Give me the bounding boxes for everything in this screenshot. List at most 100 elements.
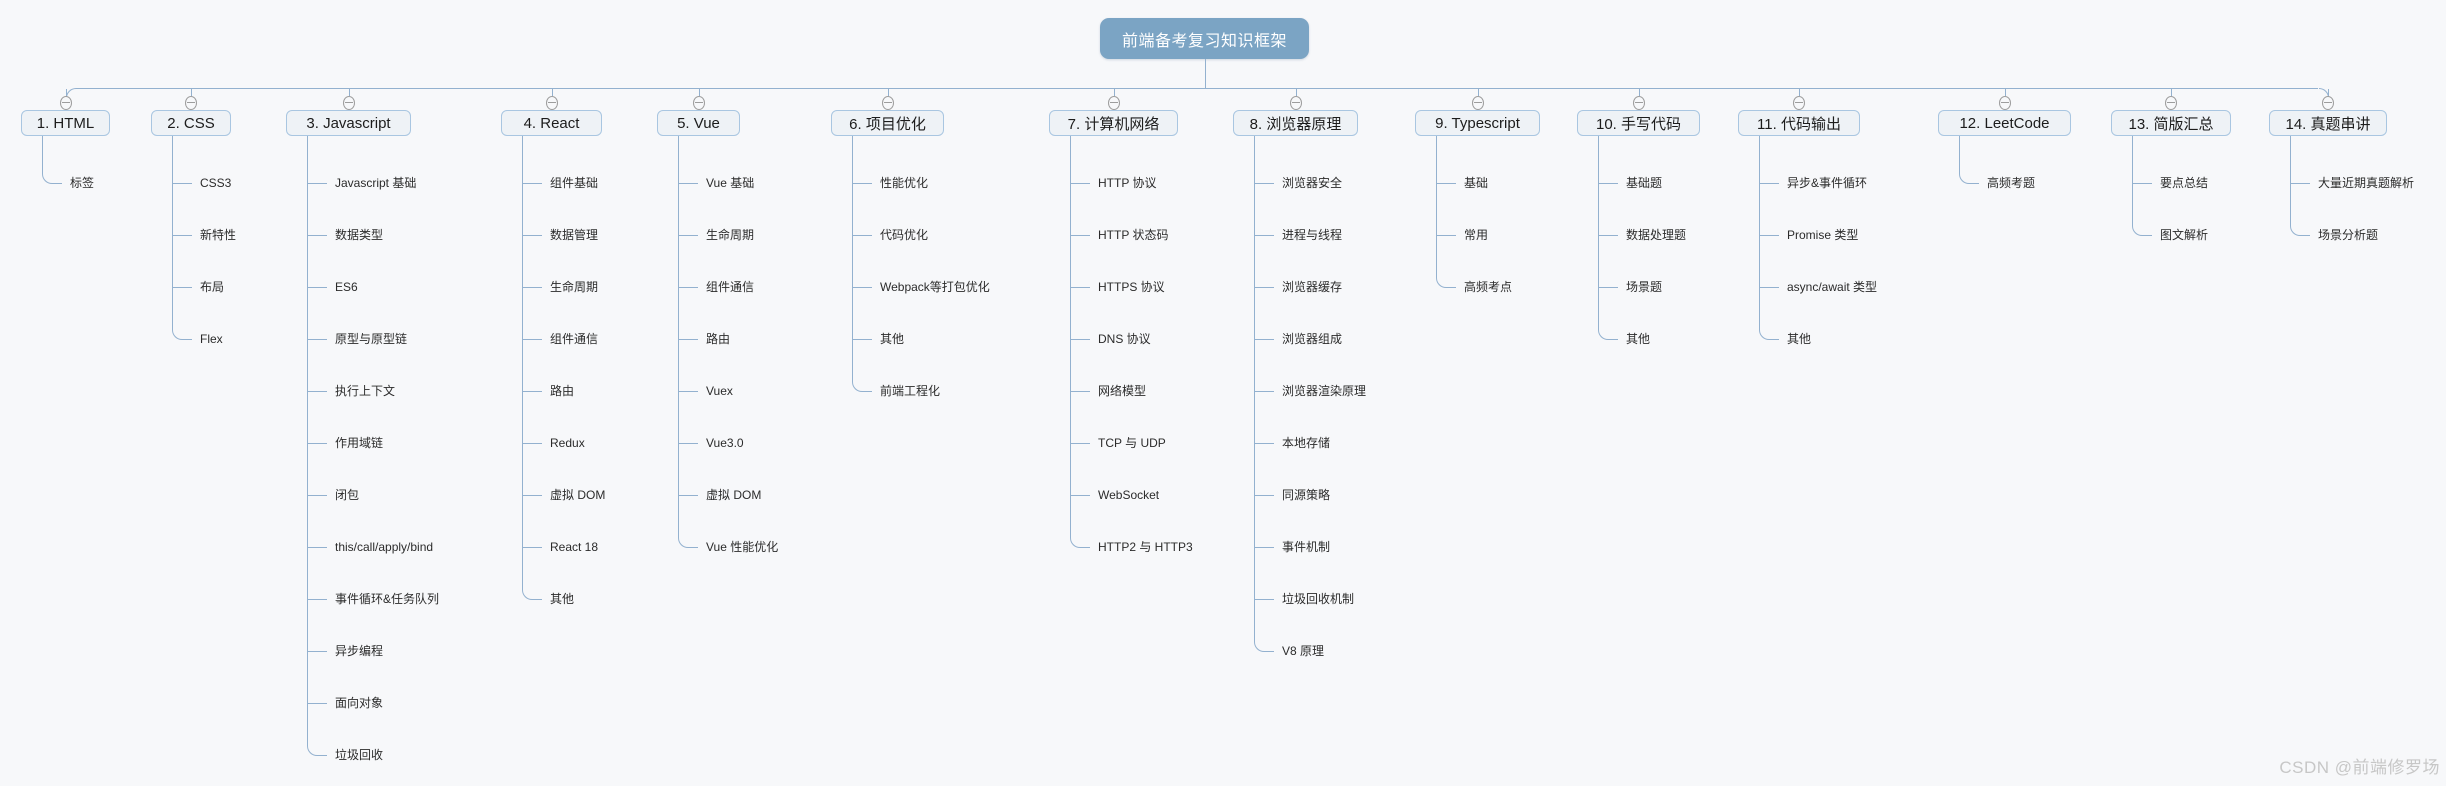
child-node[interactable]: 原型与原型链 <box>335 332 408 346</box>
branch-node-3[interactable]: 3. Javascript <box>286 110 411 136</box>
child-node[interactable]: Vue3.0 <box>706 436 744 450</box>
child-node[interactable]: 场景题 <box>1626 280 1663 294</box>
child-node[interactable]: 场景分析题 <box>2318 228 2379 242</box>
branch-node-4[interactable]: 4. React <box>501 110 602 136</box>
child-node[interactable]: 其他 <box>1626 332 1651 346</box>
child-node[interactable]: Redux <box>550 436 585 450</box>
collapse-toggle[interactable] <box>1999 96 2011 110</box>
child-node[interactable]: HTTPS 协议 <box>1098 280 1165 294</box>
child-node[interactable]: 要点总结 <box>2160 176 2209 190</box>
collapse-toggle[interactable] <box>546 96 558 110</box>
child-node[interactable]: ES6 <box>335 280 358 294</box>
child-node[interactable]: 其他 <box>1787 332 1812 346</box>
child-node[interactable]: 组件通信 <box>550 332 599 346</box>
collapse-toggle[interactable] <box>185 96 197 110</box>
child-node[interactable]: 高频考题 <box>1987 176 2036 190</box>
child-node[interactable]: 其他 <box>550 592 575 606</box>
child-node[interactable]: TCP 与 UDP <box>1098 436 1166 450</box>
collapse-toggle[interactable] <box>1472 96 1484 110</box>
child-node[interactable]: 图文解析 <box>2160 228 2209 242</box>
collapse-toggle[interactable] <box>1290 96 1302 110</box>
child-node[interactable]: CSS3 <box>200 176 232 190</box>
child-node[interactable]: 组件基础 <box>550 176 599 190</box>
branch-node-11[interactable]: 11. 代码输出 <box>1738 110 1860 136</box>
child-node[interactable]: 生命周期 <box>706 228 755 242</box>
collapse-toggle[interactable] <box>1793 96 1805 110</box>
branch-node-14[interactable]: 14. 真题串讲 <box>2269 110 2387 136</box>
child-node[interactable]: 事件循环&任务队列 <box>335 592 440 606</box>
child-node[interactable]: 布局 <box>200 280 225 294</box>
child-node[interactable]: 其他 <box>880 332 905 346</box>
child-node[interactable]: Promise 类型 <box>1787 228 1859 242</box>
branch-node-2[interactable]: 2. CSS <box>151 110 231 136</box>
child-node[interactable]: async/await 类型 <box>1787 280 1878 294</box>
child-node[interactable]: 路由 <box>706 332 731 346</box>
child-node[interactable]: 异步编程 <box>335 644 384 658</box>
child-node[interactable]: HTTP2 与 HTTP3 <box>1098 540 1193 554</box>
child-node[interactable]: Vuex <box>706 384 733 398</box>
collapse-toggle[interactable] <box>693 96 705 110</box>
child-node[interactable]: Webpack等打包优化 <box>880 280 990 294</box>
child-node[interactable]: 常用 <box>1464 228 1489 242</box>
child-node[interactable]: 异步&事件循环 <box>1787 176 1868 190</box>
branch-node-5[interactable]: 5. Vue <box>657 110 740 136</box>
collapse-toggle[interactable] <box>1633 96 1645 110</box>
child-node[interactable]: 网络模型 <box>1098 384 1147 398</box>
collapse-toggle[interactable] <box>2165 96 2177 110</box>
child-node[interactable]: 闭包 <box>335 488 360 502</box>
child-node[interactable]: 浏览器渲染原理 <box>1282 384 1367 398</box>
child-node[interactable]: 数据类型 <box>335 228 384 242</box>
child-node[interactable]: 执行上下文 <box>335 384 396 398</box>
child-node[interactable]: 生命周期 <box>550 280 599 294</box>
child-node[interactable]: 作用域链 <box>335 436 384 450</box>
root-node[interactable]: 前端备考复习知识框架 <box>1100 18 1309 59</box>
child-node[interactable]: Vue 基础 <box>706 176 755 190</box>
collapse-toggle[interactable] <box>1108 96 1120 110</box>
child-node[interactable]: 高频考点 <box>1464 280 1513 294</box>
child-node[interactable]: 面向对象 <box>335 696 384 710</box>
child-node[interactable]: 组件通信 <box>706 280 755 294</box>
child-node[interactable]: 性能优化 <box>880 176 929 190</box>
child-node[interactable]: 浏览器安全 <box>1282 176 1343 190</box>
branch-node-6[interactable]: 6. 项目优化 <box>831 110 944 136</box>
child-node[interactable]: 进程与线程 <box>1282 228 1343 242</box>
child-node[interactable]: HTTP 状态码 <box>1098 228 1169 242</box>
child-node[interactable]: 垃圾回收机制 <box>1282 592 1355 606</box>
branch-node-7[interactable]: 7. 计算机网络 <box>1049 110 1178 136</box>
child-node[interactable]: 数据处理题 <box>1626 228 1687 242</box>
child-node[interactable]: 路由 <box>550 384 575 398</box>
child-node[interactable]: Javascript 基础 <box>335 176 417 190</box>
branch-node-12[interactable]: 12. LeetCode <box>1938 110 2071 136</box>
child-node[interactable]: 本地存储 <box>1282 436 1331 450</box>
branch-node-9[interactable]: 9. Typescript <box>1415 110 1540 136</box>
child-node[interactable]: DNS 协议 <box>1098 332 1151 346</box>
child-node[interactable]: 事件机制 <box>1282 540 1331 554</box>
child-node[interactable]: 标签 <box>70 176 95 190</box>
child-node[interactable]: Vue 性能优化 <box>706 540 779 554</box>
child-node[interactable]: 浏览器缓存 <box>1282 280 1343 294</box>
child-node[interactable]: 浏览器组成 <box>1282 332 1343 346</box>
child-node[interactable]: WebSocket <box>1098 488 1160 502</box>
branch-node-13[interactable]: 13. 简版汇总 <box>2111 110 2231 136</box>
child-node[interactable]: 代码优化 <box>880 228 929 242</box>
child-node[interactable]: V8 原理 <box>1282 644 1325 658</box>
child-node[interactable]: 数据管理 <box>550 228 599 242</box>
child-node[interactable]: 前端工程化 <box>880 384 941 398</box>
child-node[interactable]: this/call/apply/bind <box>335 540 434 554</box>
collapse-toggle[interactable] <box>882 96 894 110</box>
branch-node-10[interactable]: 10. 手写代码 <box>1577 110 1700 136</box>
child-node[interactable]: 基础题 <box>1626 176 1663 190</box>
child-node[interactable]: 基础 <box>1464 176 1489 190</box>
collapse-toggle[interactable] <box>60 96 72 110</box>
collapse-toggle[interactable] <box>343 96 355 110</box>
child-node[interactable]: 垃圾回收 <box>335 748 384 762</box>
child-node[interactable]: 虚拟 DOM <box>706 488 762 502</box>
child-node[interactable]: 新特性 <box>200 228 237 242</box>
collapse-toggle[interactable] <box>2322 96 2334 110</box>
child-node[interactable]: Flex <box>200 332 223 346</box>
child-node[interactable]: React 18 <box>550 540 599 554</box>
child-node[interactable]: HTTP 协议 <box>1098 176 1157 190</box>
child-node[interactable]: 大量近期真题解析 <box>2318 176 2415 190</box>
child-node[interactable]: 同源策略 <box>1282 488 1331 502</box>
branch-node-1[interactable]: 1. HTML <box>21 110 110 136</box>
